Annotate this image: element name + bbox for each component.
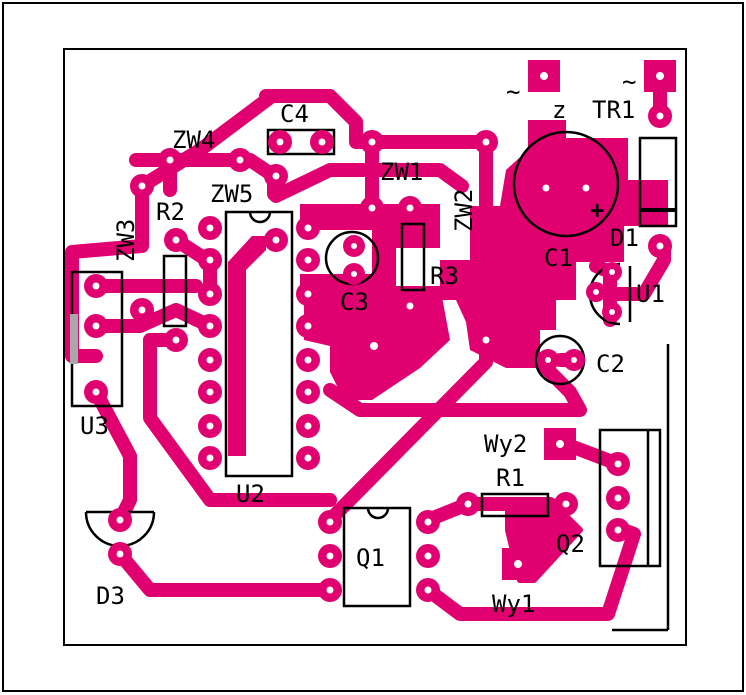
label-u3: U3: [80, 412, 109, 440]
label-plus: +: [590, 196, 604, 224]
trace-d3: [113, 547, 337, 597]
trace-u3-2: [89, 303, 217, 333]
q1-outline: [342, 506, 412, 608]
pads: [84, 60, 676, 602]
label-q1: Q1: [356, 544, 385, 572]
label-d3: D3: [96, 582, 125, 610]
label-u1: U1: [636, 280, 665, 308]
label-tilde-left: ~: [506, 78, 520, 106]
r1-outline: [480, 492, 550, 518]
label-zw1: ZW1: [380, 158, 423, 186]
label-c2: C2: [596, 350, 625, 378]
r3-outline: [400, 222, 426, 292]
label-z: z: [552, 96, 566, 124]
label-q2: Q2: [556, 530, 585, 558]
label-tilde-right: ~: [622, 68, 636, 96]
d1-outline: [638, 136, 678, 228]
label-zw2: ZW2: [450, 189, 478, 232]
trace-c2-bottom: [323, 355, 587, 417]
label-r3: R3: [430, 262, 459, 290]
label-wy1: Wy1: [492, 590, 535, 618]
label-u2: U2: [236, 480, 265, 508]
label-r1: R1: [496, 464, 525, 492]
label-c4: C4: [280, 100, 309, 128]
u2-outline: [224, 210, 294, 478]
label-c3: C3: [340, 288, 369, 316]
label-wy2: Wy2: [484, 430, 527, 458]
label-zw3: ZW3: [112, 219, 140, 262]
label-zw5: ZW5: [210, 180, 253, 208]
label-d1: D1: [610, 224, 639, 252]
c1-outline: [512, 130, 620, 238]
board-outline: [63, 48, 687, 646]
r2-outline: [162, 254, 188, 328]
q2-outline: [598, 428, 662, 568]
edge-connector: [70, 314, 78, 364]
trace-u2-top: [269, 163, 469, 203]
component-labels: C4 ZW4 ZW1 ZW2 ZW3 ZW5 R2 R3 C3 C1 D1 TR…: [80, 68, 665, 618]
label-r2: R2: [156, 198, 185, 226]
trace-u2-bar: [228, 236, 266, 456]
label-tr1: TR1: [592, 96, 635, 124]
label-zw4: ZW4: [172, 126, 215, 154]
trace-r2-bottom: [143, 333, 337, 507]
power-plane: [440, 120, 668, 368]
label-c1: C1: [544, 244, 573, 272]
trace-outer-loop: [259, 89, 493, 149]
